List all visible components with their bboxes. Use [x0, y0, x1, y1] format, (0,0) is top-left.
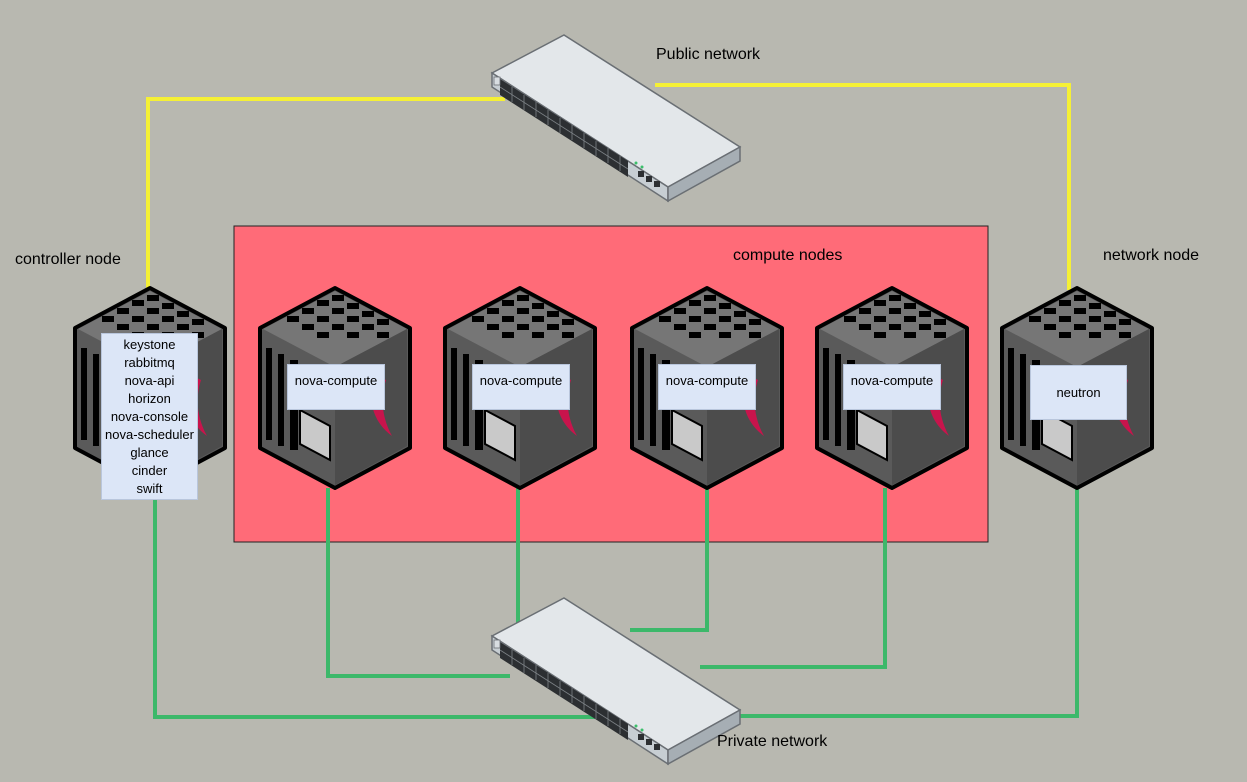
service-label: nova-compute: [850, 373, 934, 388]
network-switch-icon: [491, 597, 741, 765]
service-label: glance: [130, 444, 169, 460]
service-label: nova-console: [110, 408, 189, 424]
controller-services: keystone rabbitmq nova-api horizon nova-…: [101, 333, 198, 500]
service-label: swift: [136, 480, 163, 496]
public-network-links: [146, 83, 1071, 290]
controller-node-label: controller node: [15, 251, 121, 268]
service-label: horizon: [128, 390, 171, 406]
service-label: nova-compute: [479, 373, 563, 388]
network-node-label: network node: [1103, 247, 1200, 264]
compute-service-box: nova-compute: [658, 364, 756, 410]
compute-nodes-label: compute nodes: [733, 247, 843, 264]
service-label: neutron: [1056, 385, 1101, 400]
compute-service-box: nova-compute: [843, 364, 941, 410]
service-label: nova-compute: [294, 373, 378, 388]
public-network-label: Public network: [656, 46, 761, 63]
service-label: nova-api: [124, 372, 175, 388]
compute-service-box: nova-compute: [287, 364, 385, 410]
network-service-box: neutron: [1030, 365, 1127, 420]
service-label: rabbitmq: [124, 354, 175, 370]
service-label: cinder: [131, 462, 168, 478]
service-label: keystone: [123, 336, 176, 352]
service-label: nova-scheduler: [105, 426, 194, 442]
compute-service-box: nova-compute: [472, 364, 570, 410]
private-network-label: Private network: [717, 733, 828, 750]
private-network-links: [153, 488, 1079, 719]
service-label: nova-compute: [665, 373, 749, 388]
